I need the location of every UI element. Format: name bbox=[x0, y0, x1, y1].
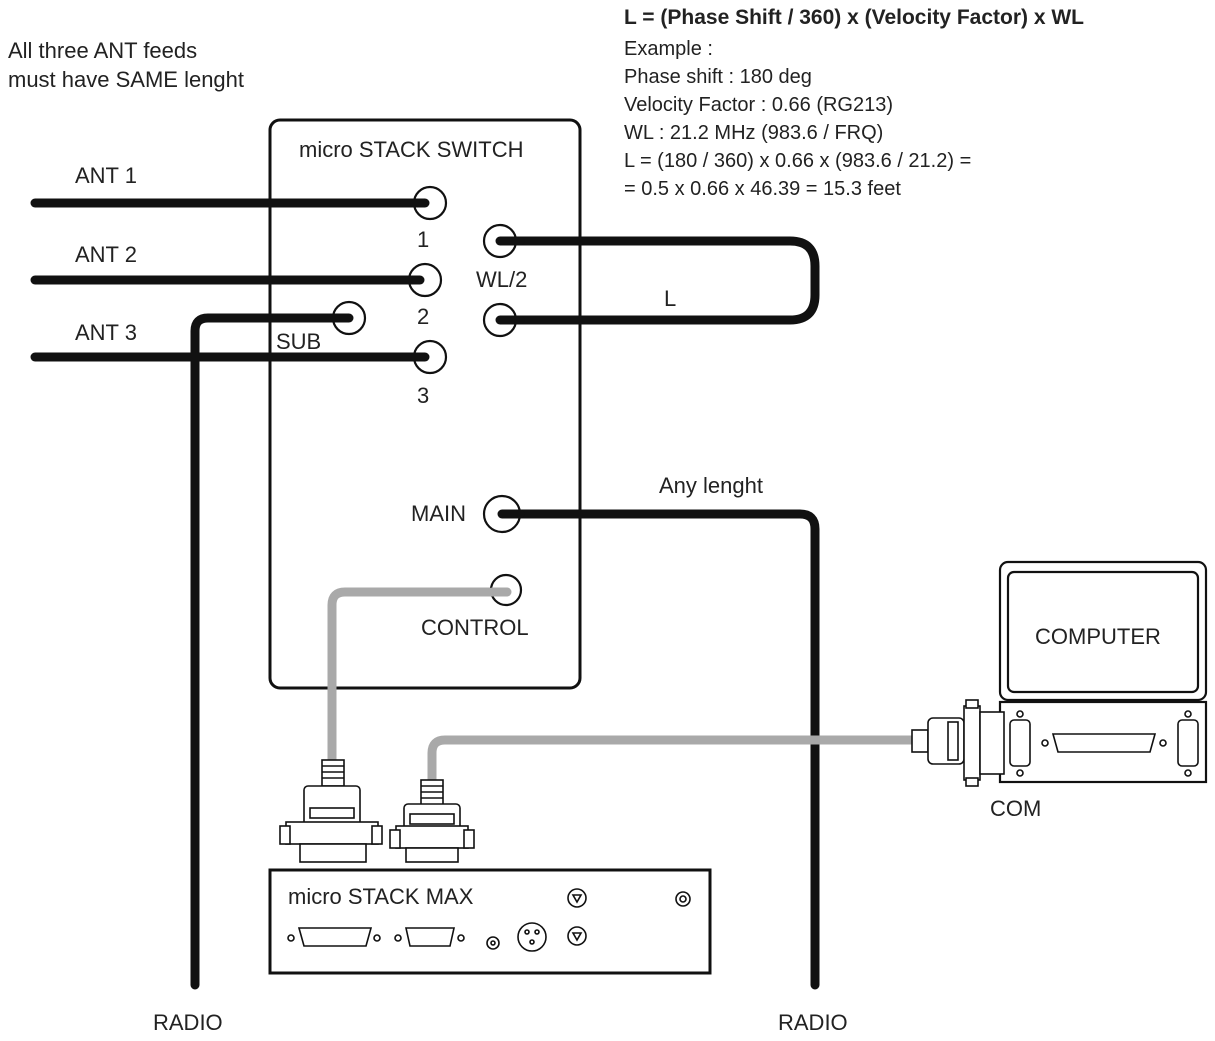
computer-label: COMPUTER bbox=[1035, 624, 1161, 649]
formula-line: L = (180 / 360) x 0.66 x (983.6 / 21.2) … bbox=[624, 150, 971, 172]
stack-switch-box bbox=[268, 118, 582, 690]
computer bbox=[998, 560, 1208, 784]
com-label: COM bbox=[990, 796, 1041, 821]
computer-cable bbox=[427, 735, 923, 787]
formula-line: = 0.5 x 0.66 x 46.39 = 15.3 feet bbox=[624, 178, 901, 200]
db-connector-control bbox=[279, 759, 383, 863]
loop-length-label: L bbox=[664, 286, 676, 311]
radio-left-label: RADIO bbox=[153, 1010, 223, 1035]
port-1-label: 1 bbox=[417, 227, 429, 252]
port-main-label: MAIN bbox=[411, 501, 466, 526]
stack-max-title: micro STACK MAX bbox=[288, 884, 474, 909]
control-cable bbox=[327, 587, 512, 765]
radio-right-label: RADIO bbox=[778, 1010, 848, 1035]
formula-line: Velocity Factor : 0.66 (RG213) bbox=[624, 94, 893, 116]
wl2-loop-cable bbox=[495, 236, 820, 325]
com-plug bbox=[911, 699, 1005, 787]
ant-3-label: ANT 3 bbox=[75, 320, 137, 345]
stack-max-panel bbox=[287, 888, 691, 952]
formula-line: WL : 21.2 MHz (983.6 / FRQ) bbox=[624, 122, 883, 144]
note-line-1: All three ANT feeds bbox=[8, 38, 197, 63]
formula-line: Phase shift : 180 deg bbox=[624, 66, 812, 88]
ant-2-label: ANT 2 bbox=[75, 242, 137, 267]
port-wl2-label: WL/2 bbox=[476, 267, 527, 292]
main-radio-cable bbox=[495, 509, 820, 990]
main-length-label: Any lenght bbox=[659, 473, 763, 498]
stack-max-box bbox=[268, 868, 712, 975]
port-2-label: 2 bbox=[417, 304, 429, 329]
sub-radio-cable bbox=[190, 313, 347, 990]
port-control-label: CONTROL bbox=[421, 615, 529, 640]
port-3-label: 3 bbox=[417, 383, 429, 408]
formula-title: L = (Phase Shift / 360) x (Velocity Fact… bbox=[624, 6, 1084, 29]
port-sub-label: SUB bbox=[276, 329, 321, 354]
formula-line: Example : bbox=[624, 38, 713, 60]
db-connector-computer bbox=[389, 779, 475, 863]
ant-1-label: ANT 1 bbox=[75, 163, 137, 188]
stack-switch-title: micro STACK SWITCH bbox=[299, 137, 523, 162]
note-line-2: must have SAME lenght bbox=[8, 67, 244, 92]
